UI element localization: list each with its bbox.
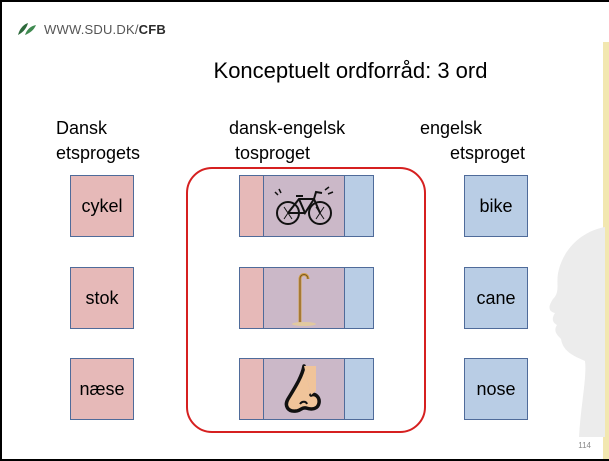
danish-word-box: næse [70,358,134,420]
english-word-box: cane [464,267,528,329]
decorative-head-silhouette [549,227,605,437]
slide-title: Konceptuelt ordforråd: 3 ord [213,58,488,83]
english-lexicon-slot [344,175,374,237]
label-danish-line1: Dansk [56,118,108,138]
concept-pair-nose [239,358,374,420]
english-word-box: nose [464,358,528,420]
label-danish-line2: etsprogets [56,143,141,163]
english-lexicon-slot [344,267,374,329]
shared-concept-box [263,267,345,329]
label-english-line1: engelsk [420,118,483,138]
concept-pair-cane [239,267,374,329]
logo-host: WWW.SDU.DK/ [44,21,139,37]
walking-cane-icon [292,273,316,326]
bilingual-frame [186,167,426,433]
logo-path: CFB [138,21,166,37]
english-lexicon-slot [344,358,374,420]
label-bilingual-line1: dansk-engelsk [229,118,346,138]
sdu-logo: WWW.SDU.DK/CFB [16,18,166,40]
concept-pair-bike [239,175,374,237]
shared-concept-box [263,358,345,420]
slide-edge-strip [603,42,609,459]
page-number: 114 [578,441,591,450]
shared-concept-box [263,175,345,237]
sdu-leaf-icon [18,23,36,35]
english-word-box: bike [464,175,528,237]
bicycle-icon [274,186,334,225]
logo-text: WWW.SDU.DK/CFB [44,22,166,37]
label-bilingual-line2: tosproget [235,143,311,163]
danish-word-box: cykel [70,175,134,237]
nose-icon [284,364,321,413]
label-english-line2: etsproget [450,143,526,163]
danish-word-box: stok [70,267,134,329]
